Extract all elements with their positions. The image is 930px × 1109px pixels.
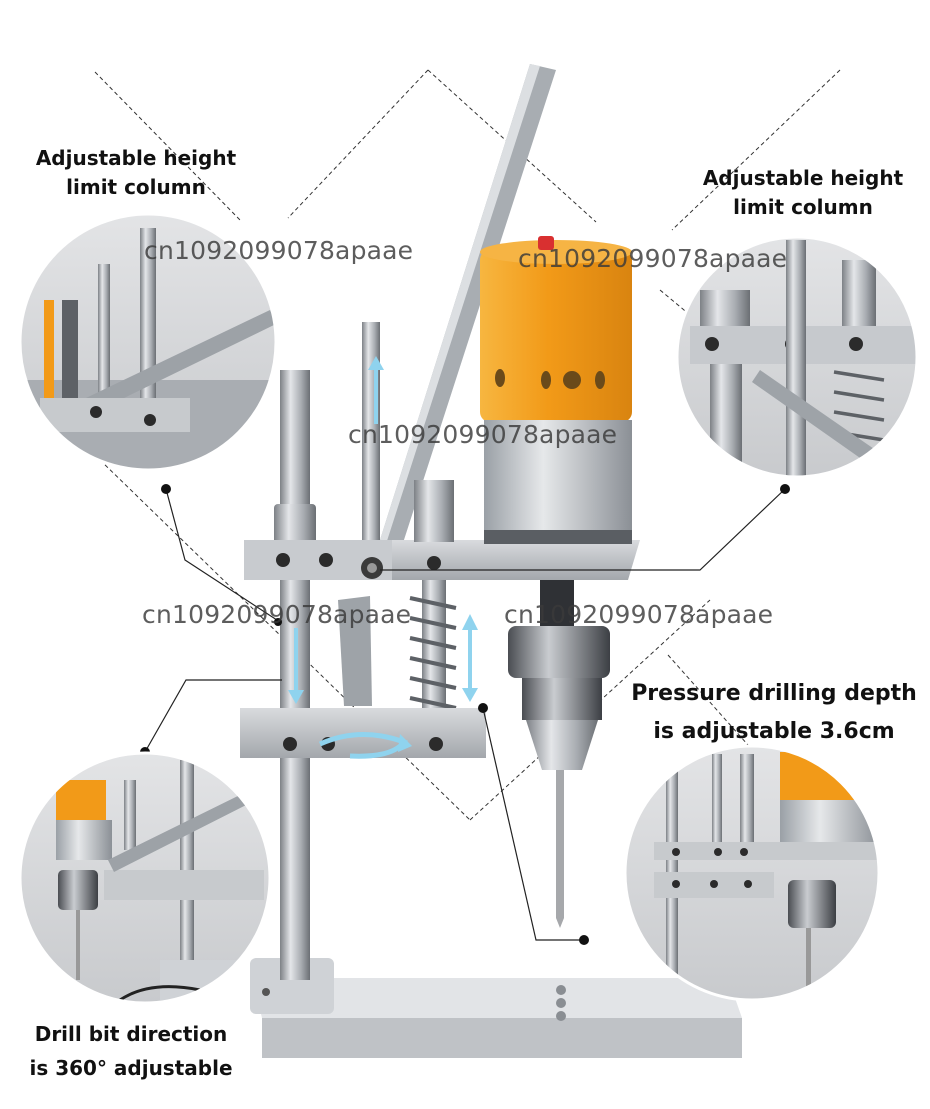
callout-line: limit column <box>66 175 206 199</box>
zoom-lens-top-left <box>18 212 278 472</box>
watermark-text: cn1092099078apaae <box>142 600 412 629</box>
motor <box>480 236 632 544</box>
zoom-lens-bottom-left <box>18 751 272 1005</box>
upper-bracket <box>244 540 640 580</box>
watermark-text: cn1092099078apaae <box>518 244 788 273</box>
zoom-lens-top-right <box>675 235 919 479</box>
callout-adjustable-height-right: Adjustable height limit column <box>688 164 918 222</box>
spring-assembly <box>409 480 457 712</box>
watermark-text: cn1092099078apaae <box>144 236 414 265</box>
base-plate <box>250 958 742 1058</box>
callout-adjustable-height-left: Adjustable height limit column <box>22 144 250 202</box>
callout-drilling-depth: Pressure drilling depth is adjustable 3.… <box>618 675 930 751</box>
callout-line: is adjustable 3.6cm <box>653 718 895 744</box>
movement-arrows <box>288 356 478 704</box>
lower-bracket <box>240 708 486 759</box>
callout-drill-direction: Drill bit direction is 360° adjustable <box>18 1017 244 1086</box>
callout-line: Adjustable height <box>35 146 237 170</box>
zoom-lens-bottom-right <box>623 744 881 1002</box>
callout-line: limit column <box>733 195 873 219</box>
watermark-text: cn1092099078apaae <box>504 600 774 629</box>
watermark-text: cn1092099078apaae <box>348 420 618 449</box>
callout-line: Pressure drilling depth <box>631 681 917 706</box>
callout-connectors <box>144 488 786 941</box>
callout-line: Adjustable height <box>702 166 904 190</box>
drill-chuck <box>508 580 610 928</box>
callout-line: Drill bit direction <box>34 1022 228 1046</box>
callout-line: is 360° adjustable <box>29 1056 233 1081</box>
